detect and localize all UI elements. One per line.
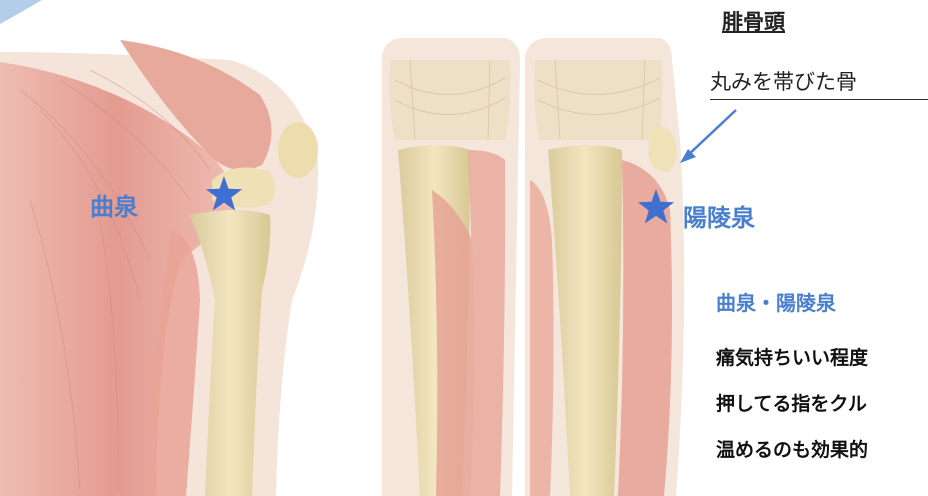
- summary-line: 押してる指をクル: [716, 389, 928, 416]
- point-label-ququan: 曲泉: [90, 187, 138, 222]
- point-label-yanglingquan: 陽陵泉: [683, 198, 755, 233]
- pointer-arrow: [680, 110, 736, 163]
- summary-line: 温めるのも効果的: [716, 435, 928, 462]
- summary-heading: 曲泉・陽陵泉: [716, 287, 836, 316]
- subtitle-label: 丸みを帯びた骨: [710, 66, 928, 100]
- corner-decoration: [0, 0, 42, 24]
- front-view-leg-1: [382, 38, 520, 496]
- summary-line: 痛気持ちいい程度: [716, 343, 928, 370]
- title-label: 腓骨頭: [722, 6, 785, 36]
- front-view-leg-2: [525, 38, 684, 496]
- side-view-knee: [0, 40, 318, 496]
